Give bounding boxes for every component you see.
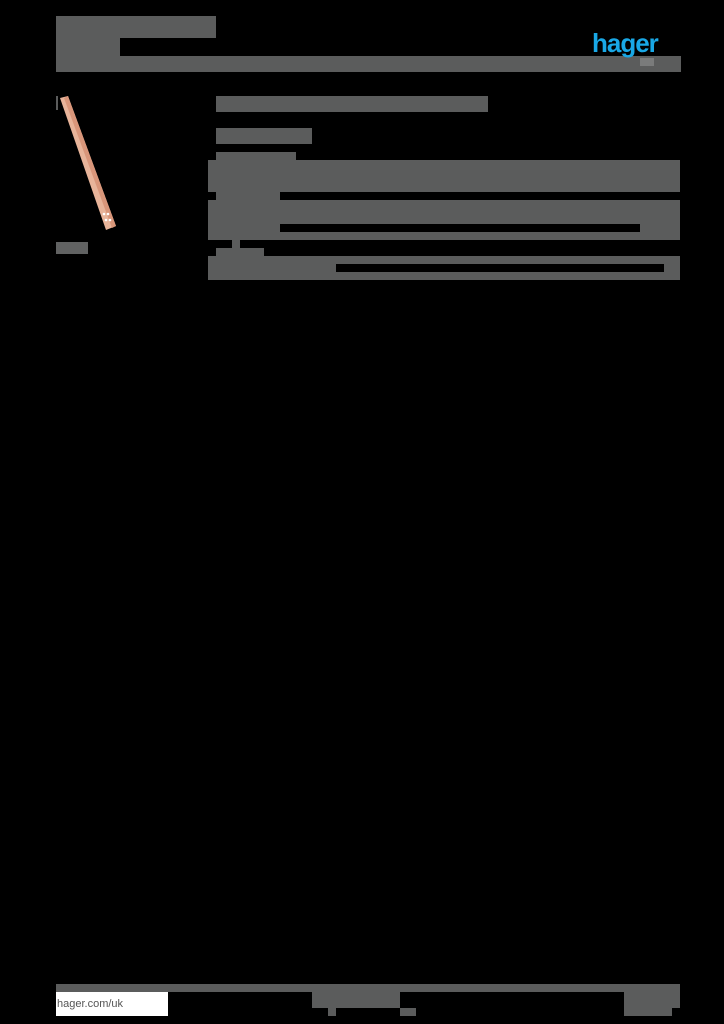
spec-row-label [216,152,296,160]
document-title [56,16,216,38]
copper-busbar-image [56,96,116,230]
footer-gap [672,1008,680,1016]
header-rule [56,56,681,72]
footer-center-text [312,992,400,1008]
image-caption [56,242,88,254]
document-subtitle [56,38,120,56]
logo-tagline [640,58,654,66]
spec-row-gap [336,264,664,272]
website-link[interactable]: hager.com/uk [56,992,168,1016]
footer-center-fragment [400,1008,416,1016]
spec-row [208,160,680,192]
footer-page-info [624,992,680,1016]
product-title [216,96,488,112]
footer-center-fragment [328,1008,336,1016]
spec-row [208,200,680,240]
spec-row-gap [280,224,640,232]
product-subtitle [216,128,312,144]
hager-logo: hager [592,28,659,58]
spec-row-marker [232,240,240,248]
footer-rule [56,984,680,992]
spec-row-label [216,248,264,256]
spec-row-label [216,192,280,200]
